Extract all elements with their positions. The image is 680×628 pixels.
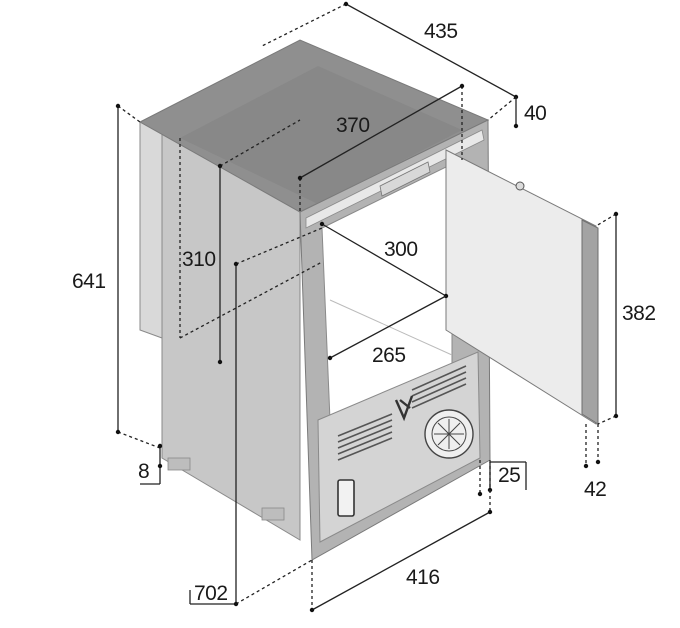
label-body-depth: 702 [194,582,228,605]
dimension-labels: 435 40 370 641 310 300 265 382 8 25 42 7… [72,20,656,605]
label-inner-depth: 370 [336,114,370,137]
compressor-panel [317,351,481,543]
handle-slot [379,161,431,197]
label-door-offset: 40 [524,102,546,125]
label-front-depth: 25 [498,464,520,487]
fan-icon [424,409,474,459]
power-switch [337,479,355,517]
door-hinge [515,181,525,191]
label-inner-bottom-width: 265 [372,344,406,367]
dimension-lines [115,1,619,613]
inner-floor-edge [329,299,453,356]
foot-left [167,457,191,471]
label-inner-width: 300 [384,238,418,261]
fridge-door [445,149,597,425]
label-door-height: 382 [622,302,656,325]
vent-grille-right [411,365,467,409]
label-door-thickness: 42 [584,478,606,501]
label-foot-height: 8 [138,460,149,483]
label-height-total: 641 [72,270,106,293]
side-flange [139,121,163,339]
cabinet-top-inner [180,66,462,204]
fridge-cabinet [138,39,599,561]
label-width-total: 416 [406,566,440,589]
vent-grille-left [337,413,393,461]
door-edge [581,219,599,425]
brand-logo-icon [394,395,414,422]
label-depth-total: 435 [424,20,458,43]
foot-right [261,507,285,521]
label-inner-height: 310 [182,248,216,271]
